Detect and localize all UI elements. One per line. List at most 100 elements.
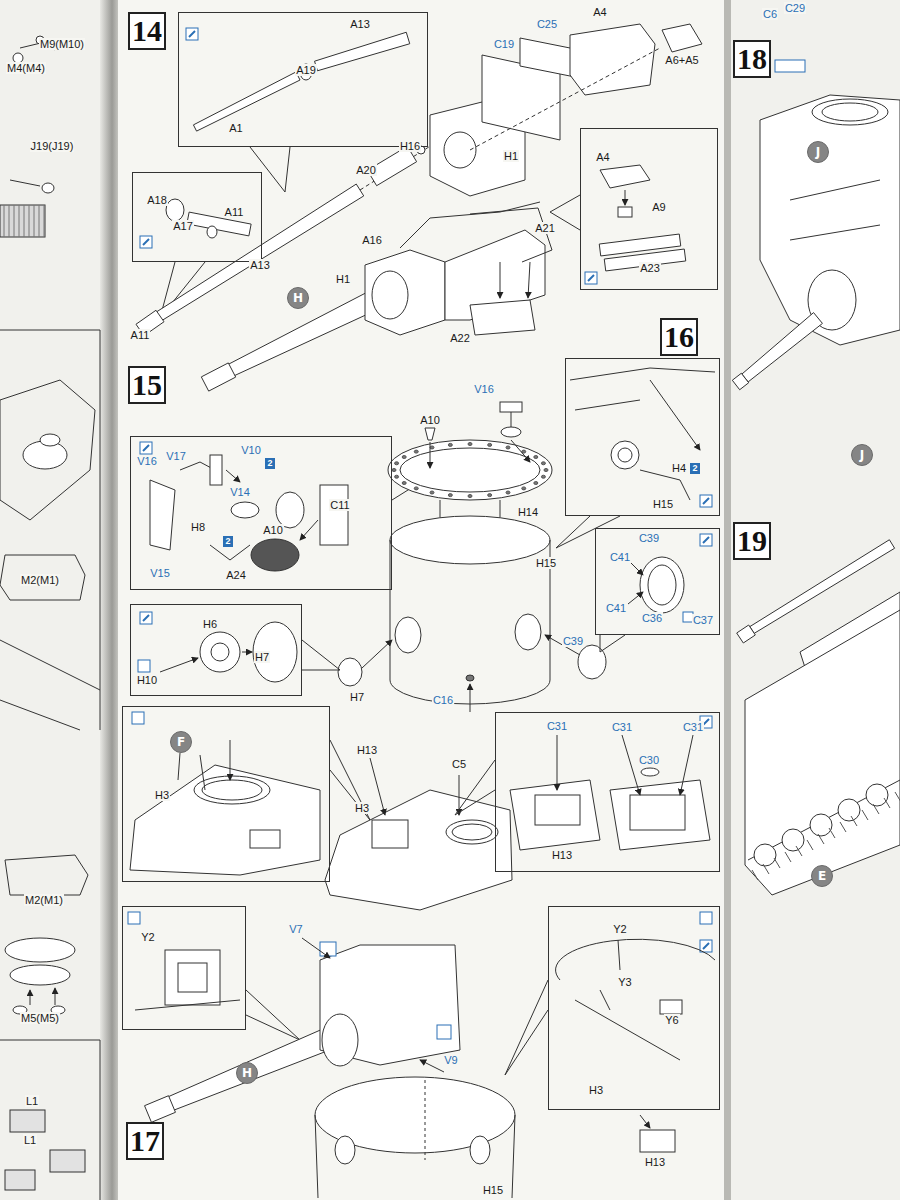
part-drawing	[895, 792, 900, 802]
part-drawing	[556, 939, 715, 980]
left-page	[0, 0, 106, 1200]
part-drawing	[200, 632, 240, 672]
part-drawing	[506, 446, 510, 449]
part-drawing	[10, 180, 40, 186]
part-label: H16	[399, 140, 421, 152]
part-label: M2(M1)	[24, 894, 64, 906]
part-drawing	[470, 1136, 490, 1164]
part-drawing	[400, 448, 540, 492]
marker-letter: J	[860, 448, 864, 462]
part-drawing	[5, 938, 75, 962]
part-drawing	[884, 798, 890, 808]
assembly-arrow	[370, 758, 385, 815]
barrel-drawing	[145, 1096, 176, 1123]
part-drawing	[372, 820, 408, 848]
subassembly-marker: H	[287, 287, 309, 309]
quantity-badge: 2	[690, 463, 699, 474]
part-label: M5(M5)	[20, 1012, 60, 1024]
part-label: C5	[451, 758, 467, 770]
part-drawing	[166, 199, 184, 221]
marker-circle	[288, 288, 309, 309]
part-drawing	[395, 475, 399, 478]
part-drawing	[570, 368, 715, 380]
part-drawing	[135, 1000, 240, 1010]
step-number: 16	[660, 318, 698, 356]
glue-icon	[588, 275, 594, 281]
part-drawing	[873, 804, 879, 814]
part-drawing	[315, 1115, 318, 1198]
part-drawing	[829, 828, 835, 838]
part-drawing	[388, 440, 552, 500]
part-drawing	[430, 446, 434, 449]
glue-icon	[703, 537, 709, 543]
part-label: A11	[224, 206, 245, 218]
part-drawing	[4, 205, 5, 237]
part-label: V9	[443, 1054, 458, 1066]
step-number: 19	[737, 524, 767, 558]
part-label: A24	[225, 569, 247, 581]
part-drawing	[39, 205, 40, 237]
part-label: A13	[349, 18, 371, 30]
part-drawing	[838, 799, 860, 821]
callout-panel: V102V17V16V14C11H82A10V15A24	[130, 436, 392, 590]
part-drawing	[0, 205, 45, 237]
callout-pointer	[505, 980, 548, 1075]
callout-panel: H6H7H10	[130, 604, 302, 696]
callout-panel: Y2	[122, 906, 246, 1030]
quantity-badge: 2	[265, 458, 274, 469]
part-drawing	[541, 462, 545, 465]
callout-panel: C39C41C41C36C37	[595, 528, 720, 635]
part-label: H3	[354, 802, 370, 814]
part-drawing	[10, 1110, 45, 1132]
part-drawing	[0, 330, 100, 331]
part-label: Y6	[664, 1014, 679, 1026]
step-number: 15	[128, 366, 166, 404]
assembly-arrow	[430, 442, 431, 468]
part-label: H7	[254, 651, 270, 663]
part-drawing	[210, 545, 250, 560]
part-label: A13	[249, 259, 271, 271]
part-drawing	[194, 776, 270, 804]
part-label: A19	[295, 64, 317, 76]
marker-circle	[852, 445, 873, 466]
glue-icon	[140, 442, 152, 454]
part-label: V17	[165, 450, 187, 462]
marker-circle	[808, 142, 829, 163]
part-drawing	[452, 824, 492, 840]
part-label: C16	[432, 694, 454, 706]
part-drawing	[600, 165, 650, 188]
part-drawing	[5, 855, 88, 895]
marker-letter: E	[818, 869, 826, 883]
marker-circle	[812, 866, 833, 887]
part-drawing	[522, 487, 526, 490]
part-drawing	[425, 428, 435, 440]
part-drawing	[796, 846, 802, 856]
part-drawing	[19, 205, 20, 237]
part-label: C31	[682, 721, 704, 733]
paint-icon	[437, 1025, 451, 1039]
part-label: V16	[473, 383, 495, 395]
part-label: A21	[534, 222, 556, 234]
part-label: V15	[149, 567, 171, 579]
part-drawing	[40, 434, 60, 446]
part-drawing	[510, 780, 600, 850]
part-drawing	[402, 482, 406, 485]
part-drawing	[325, 790, 512, 910]
subassembly-marker: J	[807, 141, 829, 163]
part-drawing	[501, 427, 521, 437]
part-label: A9	[651, 201, 666, 213]
step-number: 14	[128, 12, 166, 50]
glue-icon	[585, 272, 597, 284]
part-label: C11	[329, 499, 350, 511]
part-label: H1	[503, 150, 519, 162]
glue-icon	[143, 239, 149, 245]
part-drawing	[641, 768, 659, 776]
part-label: M9(M10)	[39, 38, 85, 50]
part-label: H6	[202, 618, 218, 630]
assembly-arrow	[625, 190, 626, 205]
marker-circle	[171, 732, 192, 753]
callout-pointer	[302, 640, 340, 670]
part-label: H10	[136, 674, 158, 686]
glue-icon	[189, 31, 195, 37]
part-drawing	[515, 614, 541, 650]
